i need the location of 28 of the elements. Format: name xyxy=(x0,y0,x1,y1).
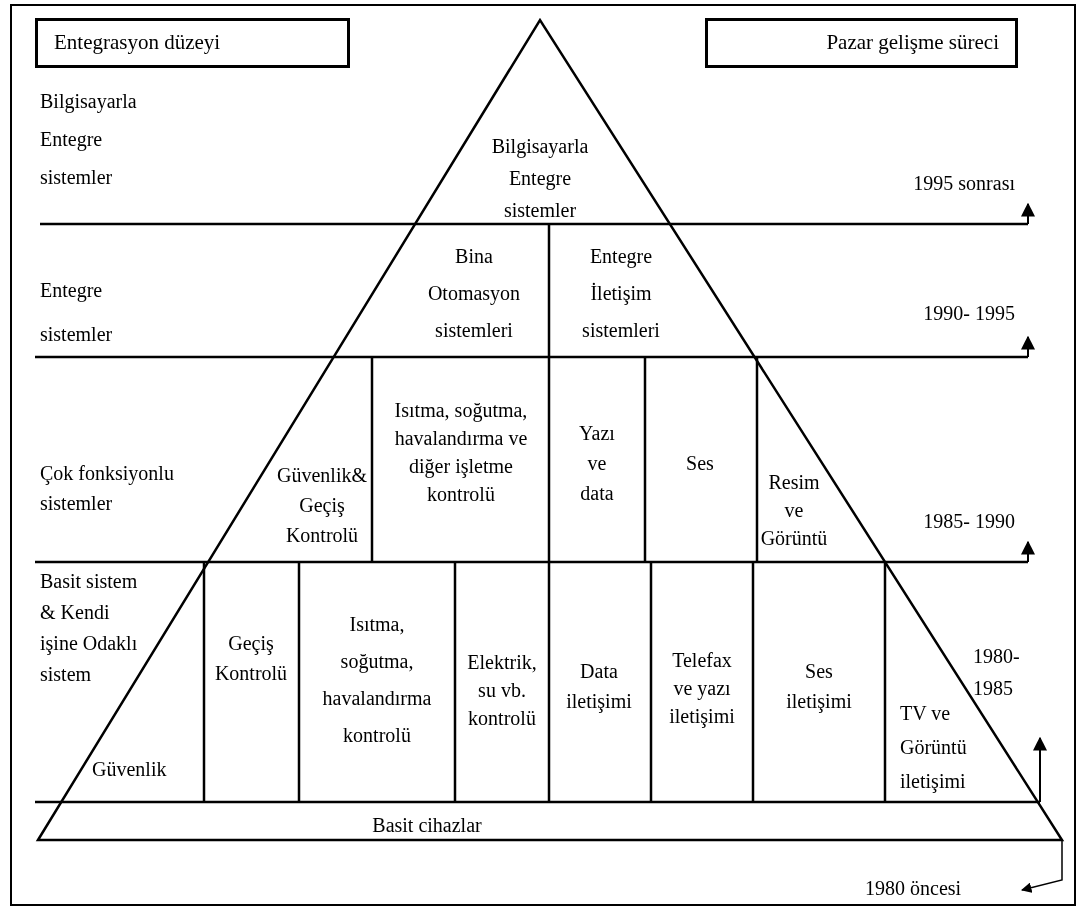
cell-label: Yazı ve data xyxy=(578,421,616,506)
cell-label: Ses iletişimi xyxy=(785,659,853,715)
cell-label: TV ve Görüntü iletişimi xyxy=(900,701,968,795)
cell-label: Güvenlik& Geçiş Kontrolü xyxy=(276,463,368,548)
heading-box: Pazar gelişme süreci xyxy=(705,18,1018,68)
cell-label: Bina Otomasyon sistemleri xyxy=(426,244,522,343)
level-label: Basit sistem & Kendi işine Odaklı sistem xyxy=(40,569,139,687)
cell-label: Data iletişimi xyxy=(565,659,633,715)
cell-label: Geçiş Kontrolü xyxy=(213,631,289,686)
cell-label: Telefax ve yazı iletişimi xyxy=(668,648,736,730)
cell-label: Ses xyxy=(685,451,715,476)
level-label: Çok fonksiyonlu sistemler xyxy=(40,461,175,516)
period-label: 1990- 1995 xyxy=(922,301,1015,326)
period-label: 1980 öncesi xyxy=(865,876,963,901)
period-label: 1995 sonrası xyxy=(912,171,1015,196)
heading-box: Entegrasyon düzeyi xyxy=(35,18,350,68)
cell-label: Bilgisayarla Entegre sistemler xyxy=(490,134,590,223)
level-label: Entegre sistemler xyxy=(40,278,114,347)
period-label: 1980- 1985 xyxy=(973,644,1021,701)
period-label: 1985- 1990 xyxy=(922,509,1015,534)
cell-label: Isıtma, soğutma, havalandırma ve diğer işletme kontrolü xyxy=(393,398,529,507)
level-label: Bilgisayarla Entegre sistemler xyxy=(40,89,138,190)
cell-label: Güvenlik xyxy=(92,757,168,782)
cell-label: Resim ve Görüntü xyxy=(759,470,829,551)
cell-label: Basit cihazlar xyxy=(371,813,483,838)
cell-label: Elektrik, su vb. kontrolü xyxy=(466,650,538,731)
cell-label: Entegre İletişim sistemleri xyxy=(581,244,661,343)
cell-label: Isıtma, soğutma, havalandırma kontrolü xyxy=(321,612,433,748)
